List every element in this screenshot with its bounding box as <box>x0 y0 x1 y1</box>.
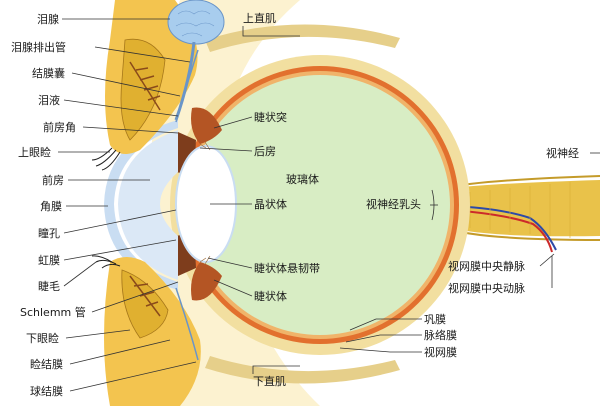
label-conjunctival-sac: 结膜囊 <box>32 66 65 80</box>
optic-nerve <box>440 175 600 253</box>
label-ciliary-process: 睫状突 <box>254 110 287 124</box>
leader-ciliary-body <box>213 279 253 297</box>
meibomian-gland-lower <box>129 275 161 317</box>
leader-choroid <box>345 334 422 343</box>
lower-eyelashes <box>91 255 121 269</box>
label-anterior-chamber-angle: 前房角 <box>43 120 76 134</box>
label-central-retinal-artery: 视网膜中央动脉 <box>448 281 525 295</box>
right-labels: 上直肌 睫状突 后房 玻璃体 晶状体 睫状体悬韧带 睫状体 视神经乳头 视神经 … <box>199 11 600 388</box>
label-zonule: 睫状体悬韧带 <box>254 261 320 275</box>
inferior-rectus-muscle <box>205 356 400 384</box>
label-sclera: 巩膜 <box>424 313 446 326</box>
leader-ciliary-process <box>213 116 253 129</box>
vitreous-shape <box>190 75 450 335</box>
label-retina: 视网膜 <box>424 345 457 359</box>
leader-pupil <box>63 209 177 234</box>
central-retinal-artery-vessel <box>449 209 553 253</box>
leader-palpebral-conjunctiva <box>69 339 171 365</box>
label-ciliary-body: 睫状体 <box>254 289 287 303</box>
label-inferior-rectus: 下直肌 <box>253 374 286 388</box>
leader-bulbar-conjunctiva <box>69 361 197 392</box>
lacrimal-gland-lobules <box>175 10 215 37</box>
label-pupil: 瞳孔 <box>38 226 60 240</box>
leader-posterior-chamber <box>199 147 253 152</box>
leader-tear-fluid <box>63 99 179 117</box>
label-eyelash: 睫毛 <box>38 280 60 293</box>
left-labels: 泪腺 泪腺排出管 结膜囊 泪液 前房角 上眼睑 前房 角膜 瞳孔 虹膜 睫毛 S… <box>11 12 197 398</box>
lower-eyelid <box>91 255 201 406</box>
label-bulbar-conjunctiva: 球结膜 <box>30 384 63 398</box>
label-lacrimal-duct: 泪腺排出管 <box>11 40 66 54</box>
label-upper-eyelid: 上眼睑 <box>18 146 51 159</box>
leader-zonule <box>207 257 253 269</box>
label-posterior-chamber: 后房 <box>254 145 276 158</box>
leader-conjunctival-sac <box>71 72 181 97</box>
label-optic-disc: 视神经乳头 <box>366 197 421 211</box>
label-tear-fluid: 泪液 <box>38 93 60 107</box>
ciliary-body-upper <box>191 107 222 144</box>
cornea-shape <box>104 120 178 290</box>
eyeball <box>170 55 470 355</box>
leader-lower-eyelid <box>65 329 131 339</box>
tarsal-gland-lower <box>121 269 169 339</box>
label-palpebral-conjunctiva: 睑结膜 <box>30 358 63 371</box>
leader-schlemm-canal <box>91 281 179 313</box>
upper-eyelashes <box>91 147 121 171</box>
label-lower-eyelid: 下眼睑 <box>26 332 59 345</box>
label-cornea: 角膜 <box>40 200 62 213</box>
leader-sclera <box>349 318 422 331</box>
label-central-retinal-vein: 视网膜中央静脉 <box>448 259 525 273</box>
leader-retina <box>339 347 422 353</box>
label-lacrimal-gland: 泪腺 <box>37 12 59 26</box>
leader-lacrimal-duct <box>94 46 191 63</box>
leader-iris <box>63 239 177 261</box>
leader-superior-rectus <box>242 26 300 37</box>
meibomian-gland-upper <box>129 61 161 111</box>
label-schlemm-canal: Schlemm 管 <box>20 305 86 319</box>
zonule-fibres <box>199 141 211 265</box>
label-superior-rectus: 上直肌 <box>243 11 276 25</box>
label-choroid: 脉络膜 <box>424 328 457 342</box>
superior-rectus-muscle <box>205 24 400 52</box>
label-lens: 晶状体 <box>254 197 287 211</box>
upper-eyelid <box>91 0 198 171</box>
orbital-tissue <box>147 0 320 406</box>
label-vitreous-body: 玻璃体 <box>286 172 319 186</box>
optic-nerve-stripes <box>469 182 571 238</box>
label-anterior-chamber: 前房 <box>42 173 64 187</box>
leader-eyelash <box>63 261 97 287</box>
ciliary-body-lower <box>191 262 222 301</box>
optic-nerve-shape <box>440 180 600 237</box>
label-iris: 虹膜 <box>38 254 60 267</box>
leader-inferior-rectus <box>252 365 300 374</box>
leader-anterior-chamber-angle <box>82 126 179 134</box>
lacrimal-gland-shape <box>167 0 225 45</box>
label-optic-nerve: 视神经 <box>546 146 579 160</box>
conjunctiva-lower <box>175 287 199 361</box>
